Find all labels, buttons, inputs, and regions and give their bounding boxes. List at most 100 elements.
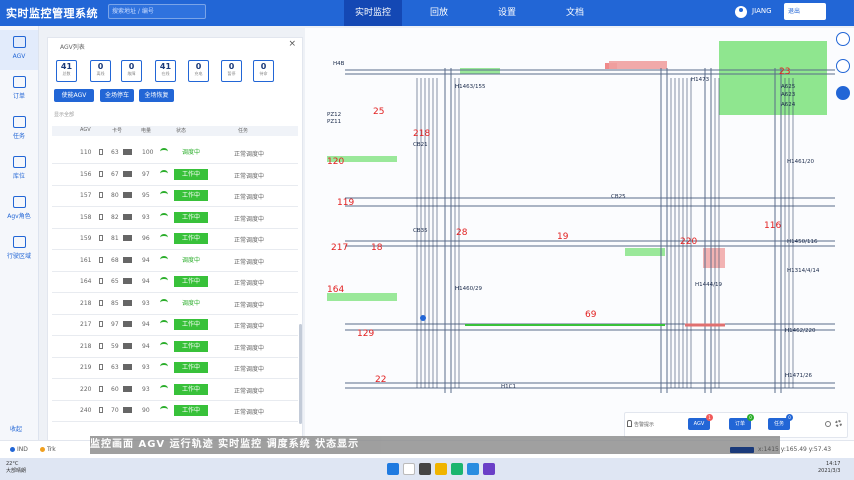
- order-toggle-button[interactable]: 订单 0: [729, 414, 754, 430]
- agv-marker[interactable]: 217: [331, 243, 348, 253]
- start-icon[interactable]: [387, 463, 399, 475]
- agv-marker[interactable]: 25: [373, 107, 384, 117]
- resume-all-button[interactable]: 全场恢复: [139, 89, 174, 102]
- weather-widget[interactable]: 22°C 大部晴朗: [6, 461, 26, 475]
- task-toggle-button[interactable]: 任务 0: [768, 414, 793, 430]
- status-badge[interactable]: 调度中: [181, 149, 200, 156]
- task-status: 正常调度中: [234, 215, 265, 223]
- search-input[interactable]: 搜索地址 / 编号: [108, 4, 206, 19]
- gear-icon[interactable]: [835, 420, 842, 427]
- nav-settings[interactable]: 设置: [497, 8, 516, 18]
- agv-marker[interactable]: 120: [327, 157, 344, 167]
- system-clock: 14:17 2021/3/3: [818, 461, 840, 475]
- status-badge[interactable]: 工作中: [174, 233, 208, 244]
- search-icon[interactable]: [403, 463, 415, 475]
- agv-marker[interactable]: 22: [375, 375, 386, 385]
- wifi-icon: [160, 255, 168, 263]
- status-badge[interactable]: 调度中: [181, 256, 200, 264]
- agv-marker[interactable]: 164: [327, 285, 344, 295]
- node-label: A624: [781, 102, 796, 108]
- task-view-icon[interactable]: [419, 463, 431, 475]
- sidebar-item-location[interactable]: 库位: [0, 150, 38, 190]
- card-icon: [99, 299, 103, 306]
- pie-chart-icon[interactable]: [836, 59, 850, 73]
- status-badge[interactable]: 工作中: [174, 405, 208, 416]
- status-badge[interactable]: 工作中: [174, 211, 208, 223]
- sidebar-item-area[interactable]: 行驶区域: [0, 230, 38, 270]
- nav-playback[interactable]: 回放: [429, 8, 448, 18]
- chat-icon[interactable]: [451, 463, 463, 475]
- agv-marker[interactable]: 23: [779, 67, 790, 77]
- agv-marker[interactable]: 218: [413, 129, 430, 139]
- node-label: CB25: [611, 194, 626, 200]
- enable-agv-button[interactable]: 使能AGV: [54, 89, 94, 102]
- map-canvas[interactable]: 25 218 120 119 217 18 28 19 164 69 129 2…: [305, 28, 854, 440]
- folder-icon[interactable]: [435, 463, 447, 475]
- agv-marker[interactable]: 220: [680, 237, 697, 247]
- close-circle-icon[interactable]: [825, 421, 831, 427]
- status-badge[interactable]: 工作中: [174, 190, 208, 201]
- stop-all-button[interactable]: 全场停车: [100, 89, 134, 102]
- warehouse-map[interactable]: 25 218 120 119 217 18 28 19 164 69 129 2…: [305, 28, 854, 440]
- nav-docs[interactable]: 文档: [565, 8, 584, 18]
- sidebar-item-task[interactable]: 任务: [0, 110, 38, 150]
- status-badge[interactable]: 调度中: [181, 299, 200, 307]
- agv-marker[interactable]: 116: [764, 221, 781, 231]
- filter-toggle[interactable]: 显示全部: [54, 112, 75, 118]
- search-icon[interactable]: [836, 32, 850, 46]
- sidebar-item-role[interactable]: Agv角色: [0, 190, 38, 230]
- status-badge[interactable]: 工作中: [174, 319, 208, 330]
- status-badge[interactable]: 工作中: [174, 168, 208, 180]
- bell-icon[interactable]: [627, 420, 632, 427]
- status-badge[interactable]: 工作中: [174, 276, 208, 287]
- sidebar-item-order[interactable]: 订单: [0, 70, 38, 110]
- agv-marker[interactable]: 19: [557, 232, 569, 242]
- agv-marker[interactable]: 69: [585, 310, 597, 320]
- status-badge[interactable]: 工作中: [174, 340, 208, 352]
- agv-marker[interactable]: 129: [357, 329, 374, 339]
- collapse-sidebar-button[interactable]: 收起: [10, 426, 23, 433]
- table-scrollbar[interactable]: [299, 324, 302, 424]
- status-badge[interactable]: 工作中: [174, 383, 208, 395]
- alarm-label[interactable]: 告警提示: [634, 422, 655, 428]
- agv-marker[interactable]: 28: [456, 228, 468, 238]
- agv-id: 156: [80, 170, 92, 178]
- logout-button[interactable]: 退出: [784, 3, 826, 20]
- task-status: 正常调度中: [234, 344, 265, 352]
- app-icon[interactable]: [483, 463, 495, 475]
- agv-id: 217: [80, 321, 92, 328]
- agv-marker[interactable]: 119: [337, 198, 354, 208]
- close-icon[interactable]: ×: [288, 39, 296, 49]
- status-badge[interactable]: 工作中: [174, 362, 208, 373]
- compass-icon[interactable]: [836, 86, 850, 100]
- task-status: 正常调度中: [234, 409, 265, 416]
- browser-icon[interactable]: [467, 463, 479, 475]
- user-avatar-icon[interactable]: [735, 6, 747, 18]
- agv-marker[interactable]: 18: [371, 243, 383, 253]
- node-label: H1473: [691, 77, 710, 83]
- count-badge: 1: [706, 414, 713, 421]
- agv-toggle-button[interactable]: AGV 1: [688, 414, 713, 430]
- sidebar-item-agv[interactable]: AGV: [0, 30, 38, 70]
- nav-realtime-monitor[interactable]: 实时监控: [344, 0, 402, 26]
